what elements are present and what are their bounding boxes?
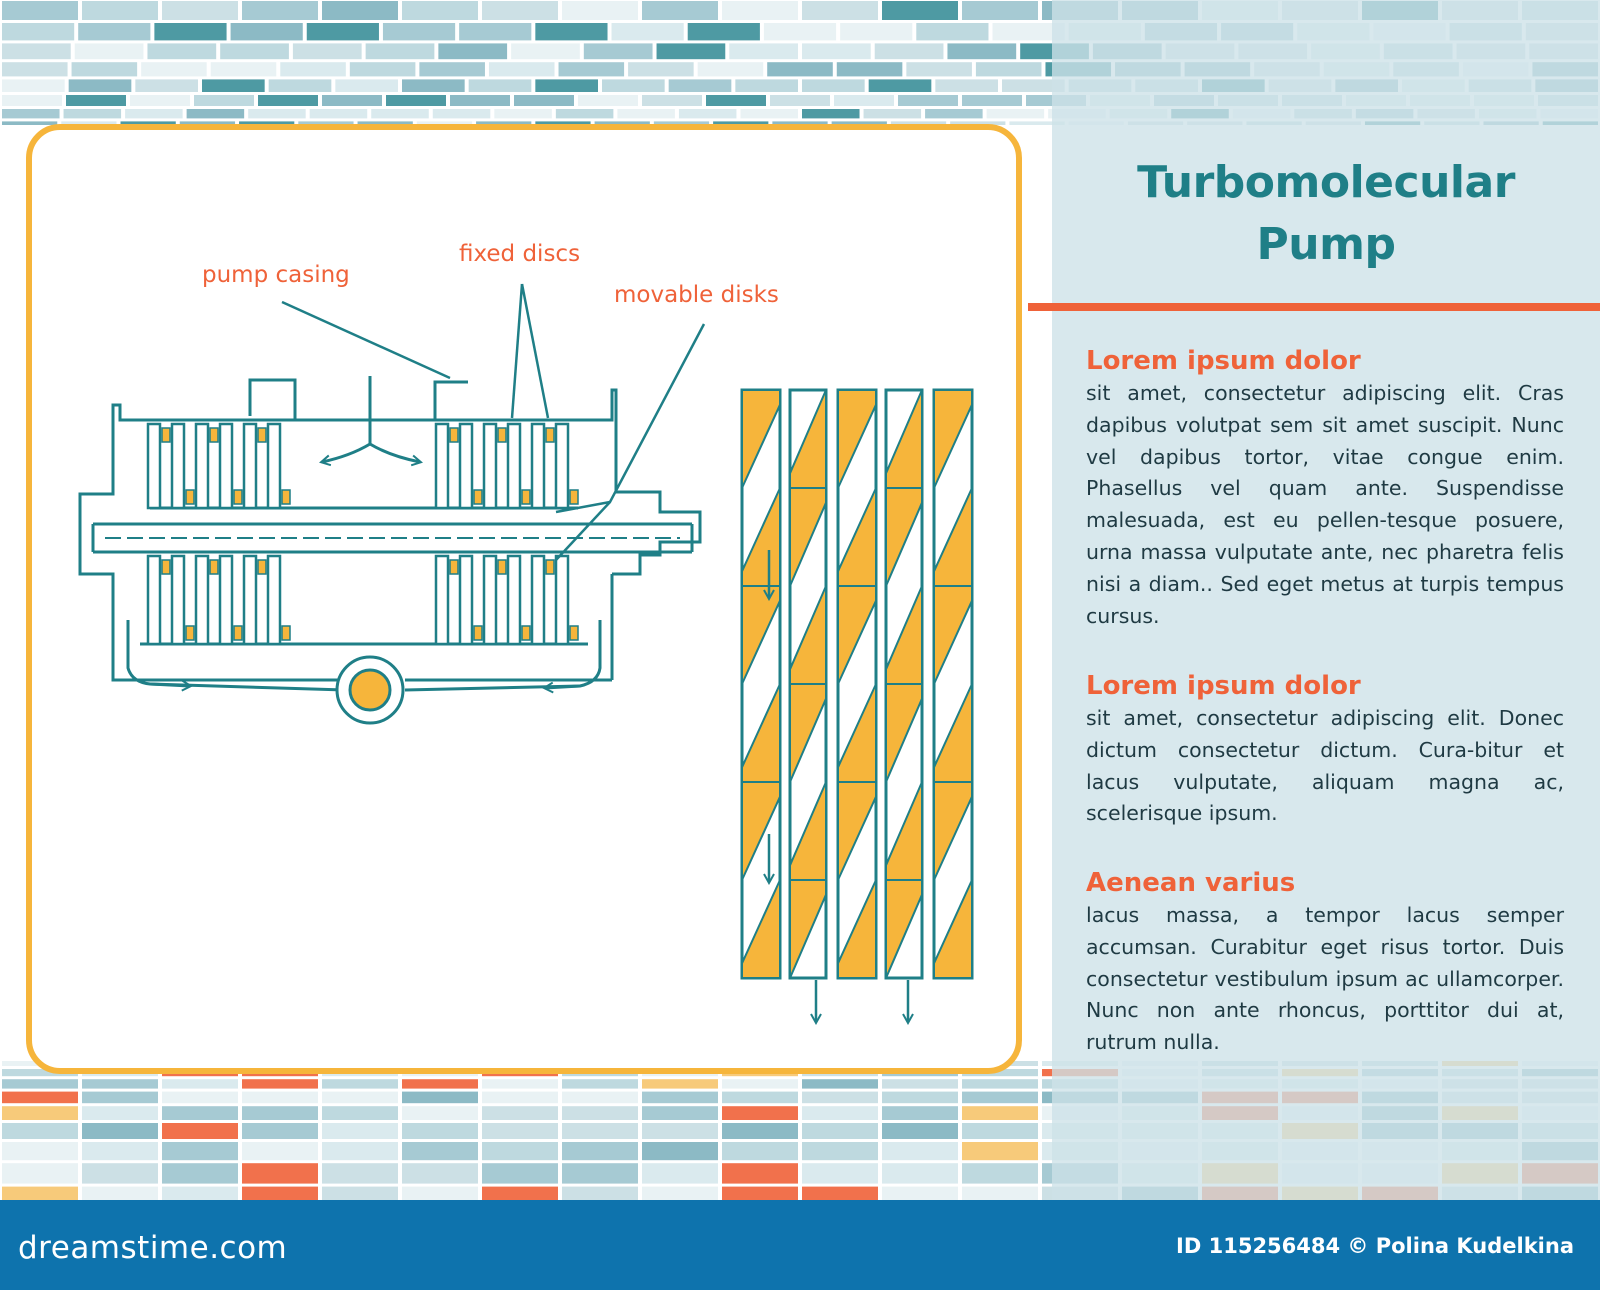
section-2: Lorem ipsum dolor sit amet, consectetur … [1086, 669, 1564, 830]
label-fixed-discs: fixed discs [459, 241, 580, 267]
section-2-heading: Lorem ipsum dolor [1086, 671, 1361, 701]
footer-brand: dreamstime.com [18, 1230, 288, 1266]
casing-outline [111, 388, 618, 492]
section-1: Lorem ipsum dolor sit amet, consectetur … [1086, 344, 1564, 632]
pump-casing-leader [281, 300, 451, 380]
fixed-discs-leader-b [520, 283, 550, 419]
inlet-arrow-left [322, 442, 371, 462]
channel-arrow-left [149, 684, 190, 686]
leader-lines [281, 283, 706, 561]
pump-diagram: pump casing fixed discs movable disks [78, 241, 974, 1200]
title-line-1: Turbomolecular [1137, 157, 1515, 208]
page-title: Turbomolecular Pump [1052, 152, 1600, 276]
movable-disks-leader-b [555, 501, 611, 561]
left-wall [78, 420, 115, 680]
section-1-heading: Lorem ipsum dolor [1086, 346, 1361, 376]
section-2-body: sit amet, consectetur adipiscing elit. D… [1086, 706, 1564, 826]
section-1-body: sit amet, consectetur adipiscing elit. C… [1086, 381, 1564, 628]
section-3-body: lacus massa, a tempor lacus semper accum… [1086, 903, 1564, 1055]
lower-channel [111, 574, 340, 682]
section-3: Aenean varius lacus massa, a tempor lacu… [1086, 866, 1564, 1059]
channel-arrow-right [545, 686, 581, 688]
label-pump-casing: pump casing [202, 262, 350, 288]
flow-arrows [149, 376, 581, 688]
lower-channel-inner [126, 620, 346, 692]
disc-stacks [146, 422, 579, 646]
label-movable-disks: movable disks [614, 282, 779, 308]
footer-credit: ID 115256484 © Polina Kudelkina [1176, 1234, 1574, 1258]
blade-strips [740, 388, 974, 1022]
info-panel [1052, 0, 1600, 1200]
section-3-heading: Aenean varius [1086, 868, 1296, 898]
fixed-discs-leader-a [510, 283, 524, 419]
title-divider [1028, 303, 1600, 311]
exhaust-port [335, 655, 405, 725]
footer-bar [0, 1200, 1600, 1290]
title-line-2: Pump [1256, 219, 1396, 270]
left-inlet-flange [248, 378, 297, 420]
movable-disks-leader-a [555, 323, 706, 514]
bearing-housing [612, 490, 702, 576]
right-inlet-flange [433, 380, 468, 420]
inlet-arrow-right [369, 442, 420, 462]
